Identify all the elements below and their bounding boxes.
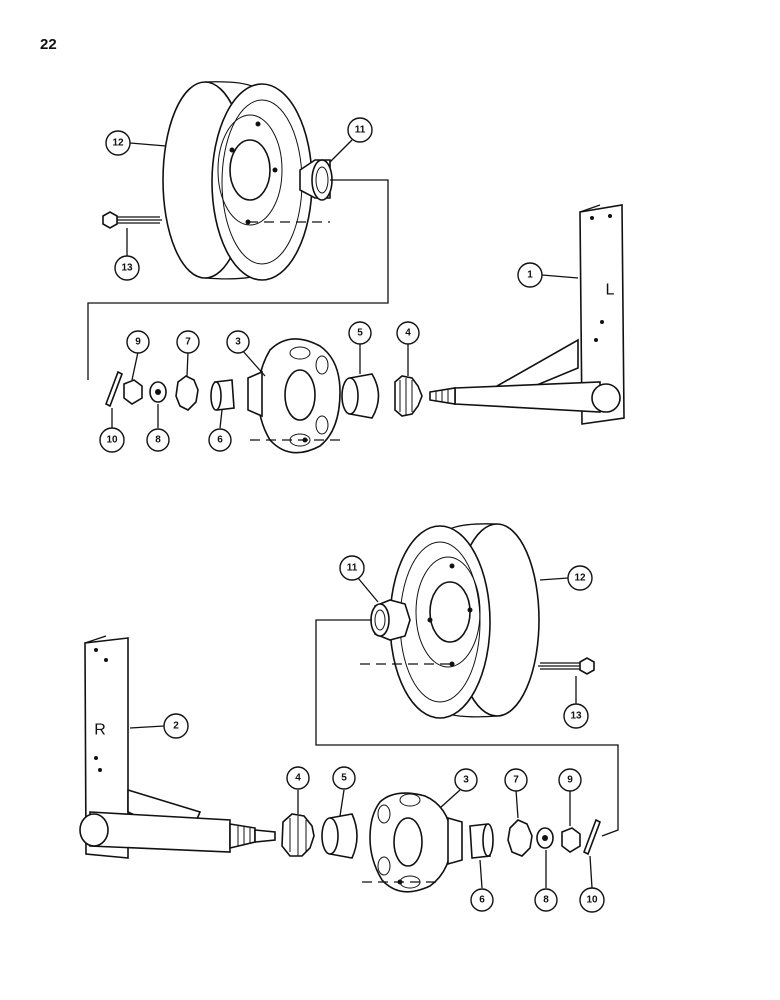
svg-text:8: 8: [543, 895, 549, 906]
right-side-mark: R: [94, 722, 106, 739]
svg-text:11: 11: [355, 125, 366, 136]
callout-7-upper: 7: [176, 330, 200, 354]
callout-7-lower: 7: [504, 768, 528, 792]
lower-wheel-bolt: [538, 657, 595, 675]
callout-5-upper: 5: [348, 321, 372, 345]
svg-text:2: 2: [173, 721, 179, 732]
svg-text:10: 10: [106, 435, 118, 446]
svg-text:5: 5: [341, 773, 347, 784]
svg-text:7: 7: [513, 775, 519, 786]
callout-10-upper: 10: [99, 427, 125, 453]
upper-hub: [247, 338, 341, 454]
upper-wheel-bolt: [102, 211, 162, 229]
svg-text:13: 13: [570, 711, 582, 722]
svg-text:12: 12: [574, 573, 586, 584]
upper-bearing-cone: [394, 375, 423, 417]
upper-wheel-rim: [162, 81, 313, 281]
callout-12-lower: 12: [567, 565, 593, 591]
callout-4-upper: 4: [396, 321, 420, 345]
callout-11-upper: 11: [347, 117, 373, 143]
svg-text:7: 7: [185, 337, 191, 348]
lower-wheel-rim: [389, 523, 540, 719]
svg-text:1: 1: [527, 270, 533, 281]
svg-text:9: 9: [135, 337, 141, 348]
svg-text:13: 13: [121, 263, 133, 274]
page-number: 22: [40, 36, 57, 53]
svg-text:11: 11: [347, 563, 358, 574]
callout-6-lower: 6: [470, 888, 494, 912]
lower-spacer: [370, 599, 411, 641]
callout-2: 2: [163, 713, 189, 739]
callout-12-upper: 12: [105, 130, 131, 156]
svg-text:5: 5: [357, 328, 363, 339]
upper-small-parts: [104, 370, 235, 411]
callout-9-upper: 9: [126, 330, 150, 354]
callout-8-lower: 8: [534, 888, 558, 912]
callout-1: 1: [517, 262, 543, 288]
lower-bearing-cup: [321, 813, 358, 859]
callout-9-lower: 9: [558, 768, 582, 792]
lower-bearing-cone: [281, 813, 315, 857]
svg-text:3: 3: [463, 775, 469, 786]
callout-8-upper: 8: [146, 428, 170, 452]
callout-6-upper: 6: [208, 428, 232, 452]
upper-spindle-frame: L: [429, 204, 625, 425]
svg-text:4: 4: [405, 328, 411, 339]
upper-bearing-cup: [341, 373, 380, 419]
left-side-mark: L: [606, 282, 615, 299]
callout-10-lower: 10: [579, 887, 605, 913]
svg-text:4: 4: [295, 773, 301, 784]
callout-5-lower: 5: [332, 766, 356, 790]
svg-text:10: 10: [586, 895, 598, 906]
lower-spindle-frame: R: [79, 635, 276, 859]
svg-text:6: 6: [217, 435, 223, 446]
callout-13-lower: 13: [563, 703, 589, 729]
svg-text:3: 3: [235, 337, 241, 348]
upper-spacer: [299, 159, 333, 201]
svg-text:12: 12: [112, 138, 124, 149]
lower-hub: [362, 792, 463, 893]
callout-3-lower: 3: [454, 768, 478, 792]
callout-4-lower: 4: [286, 766, 310, 790]
callout-3-upper: 3: [226, 330, 250, 354]
callout-11-lower: 11: [339, 555, 365, 581]
lower-small-parts: [469, 818, 602, 859]
upper-wheel-assembly: L: [87, 81, 625, 454]
lower-wheel-assembly: R: [79, 523, 619, 893]
svg-text:6: 6: [479, 895, 485, 906]
svg-text:9: 9: [567, 775, 573, 786]
svg-text:8: 8: [155, 435, 161, 446]
callout-13-upper: 13: [114, 255, 140, 281]
